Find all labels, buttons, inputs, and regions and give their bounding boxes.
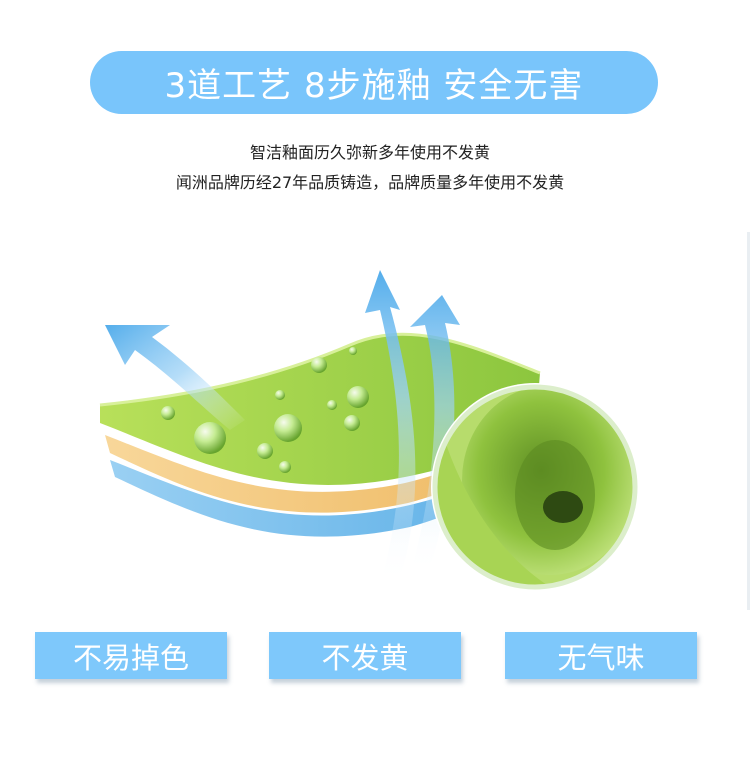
water-droplet-icon	[161, 347, 369, 473]
feature-tag-colorfast: 不易掉色	[35, 632, 227, 679]
glaze-illustration	[99, 270, 639, 591]
feature-tag-no-yellowing: 不发黄	[269, 632, 461, 679]
feature-label: 不易掉色	[72, 640, 189, 675]
intro-line-1: 智洁釉面历久弥新多年使用不发黄	[249, 143, 490, 162]
headline-banner: 3道工艺 8步施釉 安全无害	[90, 51, 658, 114]
headline-text: 3道工艺 8步施釉 安全无害	[164, 66, 584, 106]
airflow-arrow-icon	[105, 270, 460, 585]
feature-tag-odorless: 无气味	[505, 632, 697, 679]
toilet-bowl-closeup-icon	[431, 383, 639, 591]
intro-line-2: 闻洲品牌历经27年品质铸造，品牌质量多年使用不发黄	[175, 173, 565, 192]
edge-divider	[747, 232, 750, 610]
feature-label: 不发黄	[321, 640, 409, 675]
feature-label: 无气味	[557, 640, 645, 675]
